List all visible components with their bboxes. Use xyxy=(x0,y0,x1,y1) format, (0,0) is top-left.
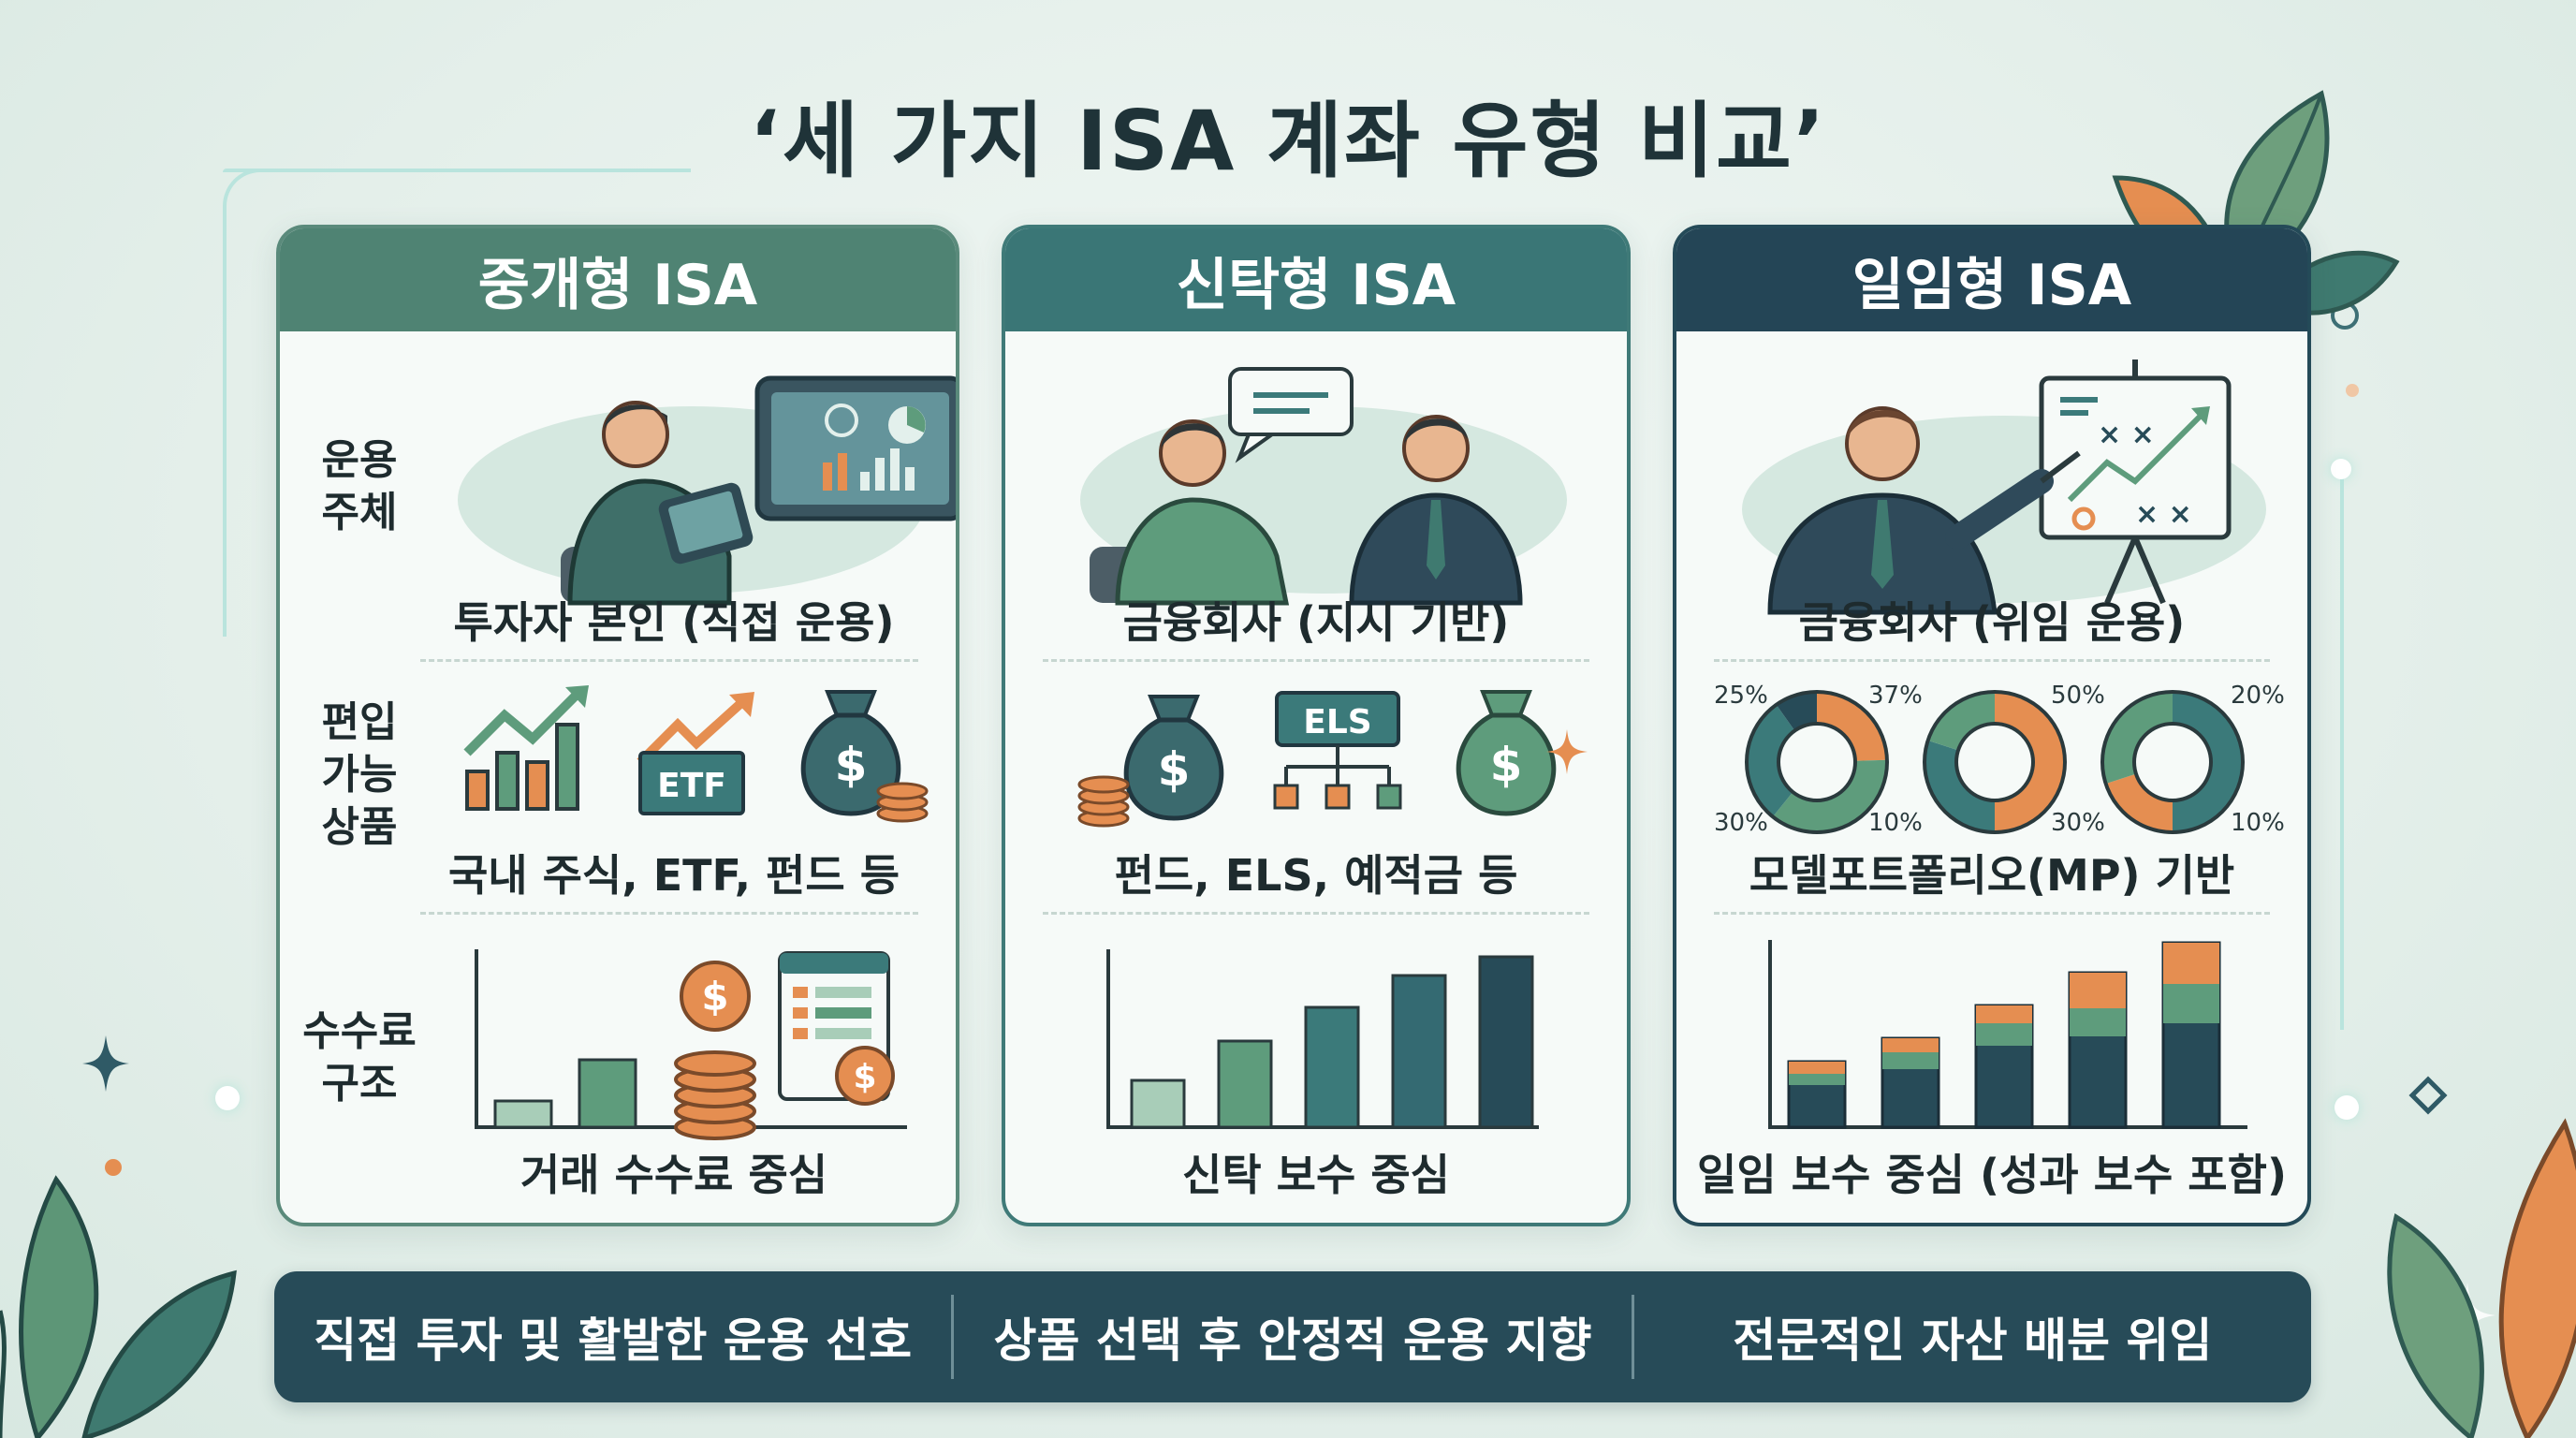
money-bag-sparkle-icon: $ xyxy=(1456,690,1588,816)
decorative-dot-orange xyxy=(2346,384,2359,397)
decorative-frame-line-right xyxy=(2340,468,2344,1030)
donut-segment xyxy=(1747,704,1795,817)
donut-segment xyxy=(1994,692,2065,832)
products-caption: 국내 주식, ETF, 펀드 등 xyxy=(447,850,900,901)
donut-hole xyxy=(2132,722,2213,802)
decorative-dot xyxy=(2331,459,2351,479)
products-caption: 모델포트폴리오(MP) 기반 xyxy=(1749,850,2235,901)
donut-segment xyxy=(1816,692,1887,762)
card-brokerage-isa: 중개형 ISA 운용 주체 편입 가능 상품 수수료 구조 투자자 본인 (직접… xyxy=(276,225,959,1226)
donut-hole xyxy=(1777,722,1857,802)
investor-with-dashboard-illustration xyxy=(458,375,956,606)
etf-label: ETF xyxy=(657,767,726,805)
svg-text:$: $ xyxy=(1490,738,1523,792)
donut-hole xyxy=(1954,722,2035,802)
donut-label: 20% xyxy=(2231,682,2285,710)
donut-outline xyxy=(2100,690,2245,834)
svg-text:× ×: × × xyxy=(2098,418,2155,451)
donut-segment xyxy=(1772,759,1887,832)
svg-text:$: $ xyxy=(1158,742,1191,797)
rising-bar-chart-icon xyxy=(463,685,589,811)
donut-segment xyxy=(1925,740,1996,832)
card-trust-isa: 신탁형 ISA 금융회사 (지시 기반) $ ELS $ xyxy=(1002,225,1631,1226)
donut-outline xyxy=(1923,690,2067,834)
donut-label: 10% xyxy=(2231,809,2285,837)
card-discretionary-isa: 일임형 ISA × × × × 금융회사 (위임 운용) 25% 37% 30%… xyxy=(1673,225,2311,1226)
operator-caption: 금융회사 (지시 기반) xyxy=(1122,597,1510,648)
summary-trust: 상품 선택 후 안정적 운용 지향 xyxy=(993,1313,1592,1368)
coin-stack-icon: $ xyxy=(674,961,756,1140)
operator-caption: 투자자 본인 (직접 운용) xyxy=(453,597,895,648)
fees-caption: 신탁 보수 중심 xyxy=(1182,1150,1450,1200)
decorative-frame-line-left-vertical xyxy=(223,169,260,637)
decorative-dot-orange xyxy=(105,1159,122,1176)
row-label-fees: 수수료 구조 xyxy=(302,1007,417,1108)
donut-label: 50% xyxy=(2051,682,2105,710)
section-divider xyxy=(420,912,918,915)
model-portfolio-donut-charts xyxy=(1745,690,2245,834)
products-caption: 펀드, ELS, 예적금 등 xyxy=(1114,850,1518,901)
card-header: 일임형 ISA xyxy=(1676,228,2307,331)
svg-text:$: $ xyxy=(853,1058,876,1096)
money-bag-icon: $ xyxy=(1077,695,1224,828)
summary-divider xyxy=(951,1295,955,1379)
fee-bar-chart xyxy=(1106,949,1539,1129)
decorative-dot xyxy=(2334,1095,2359,1120)
section-divider xyxy=(420,659,918,662)
donut-label: 30% xyxy=(1714,809,1768,837)
section-divider xyxy=(1714,659,2270,662)
section-divider xyxy=(1043,659,1589,662)
section-divider xyxy=(1043,912,1589,915)
row-label-products: 편입 가능 상품 xyxy=(321,698,398,851)
decorative-dot xyxy=(215,1086,240,1110)
card-header: 중개형 ISA xyxy=(280,228,956,331)
donut-label: 37% xyxy=(1868,682,1923,710)
summary-discretionary: 전문적인 자산 배분 위임 xyxy=(1733,1313,2213,1368)
row-label-operator: 운용 주체 xyxy=(321,436,398,536)
diamond-icon xyxy=(2408,1076,2448,1115)
page-title: ‘세 가지 ISA 계좌 유형 비교’ xyxy=(749,93,1827,189)
summary-bar: 직접 투자 및 활발한 운용 선호 상품 선택 후 안정적 운용 지향 전문적인… xyxy=(274,1271,2311,1402)
donut-segment xyxy=(2172,692,2243,832)
card-header: 신탁형 ISA xyxy=(1005,228,1627,331)
els-tree-icon xyxy=(1273,691,1402,810)
decorative-frame-line-left xyxy=(223,169,691,172)
leaf-decoration-bottom-right xyxy=(2387,1118,2576,1438)
fee-document-icon: $ xyxy=(778,951,895,1106)
section-divider xyxy=(1714,912,2270,915)
operator-caption: 금융회사 (위임 운용) xyxy=(1798,597,2186,648)
donut-label: 10% xyxy=(1868,809,1923,837)
fee-stacked-bar-chart xyxy=(1768,940,2247,1129)
presenter-with-strategy-board-illustration: × × × × xyxy=(1742,360,2266,615)
leaf-decoration-bottom-left xyxy=(0,1175,237,1438)
svg-text:$: $ xyxy=(835,738,868,792)
etf-arrow-icon xyxy=(637,692,754,815)
donut-label: 30% xyxy=(2051,809,2105,837)
els-label: ELS xyxy=(1303,703,1372,741)
money-bag-icon: $ xyxy=(800,690,929,823)
fees-caption: 거래 수수료 중심 xyxy=(520,1150,828,1200)
donut-label: 25% xyxy=(1714,682,1768,710)
donut-segment xyxy=(1776,692,1818,732)
summary-brokerage: 직접 투자 및 활발한 운용 선호 xyxy=(314,1313,913,1368)
svg-text:× ×: × × xyxy=(2135,498,2192,531)
advisor-consultation-illustration xyxy=(1080,367,1567,606)
donut-segment xyxy=(2102,692,2174,785)
donut-segment xyxy=(2105,772,2174,832)
summary-divider xyxy=(1631,1295,1634,1379)
sparkle-icon xyxy=(82,1035,129,1092)
donut-outline xyxy=(1745,690,1889,834)
donut-segment xyxy=(1927,692,1996,752)
svg-text:$: $ xyxy=(701,974,728,1020)
fees-caption: 일임 보수 중심 (성과 보수 포함) xyxy=(1697,1150,2287,1200)
fee-bar-chart xyxy=(475,949,907,1129)
